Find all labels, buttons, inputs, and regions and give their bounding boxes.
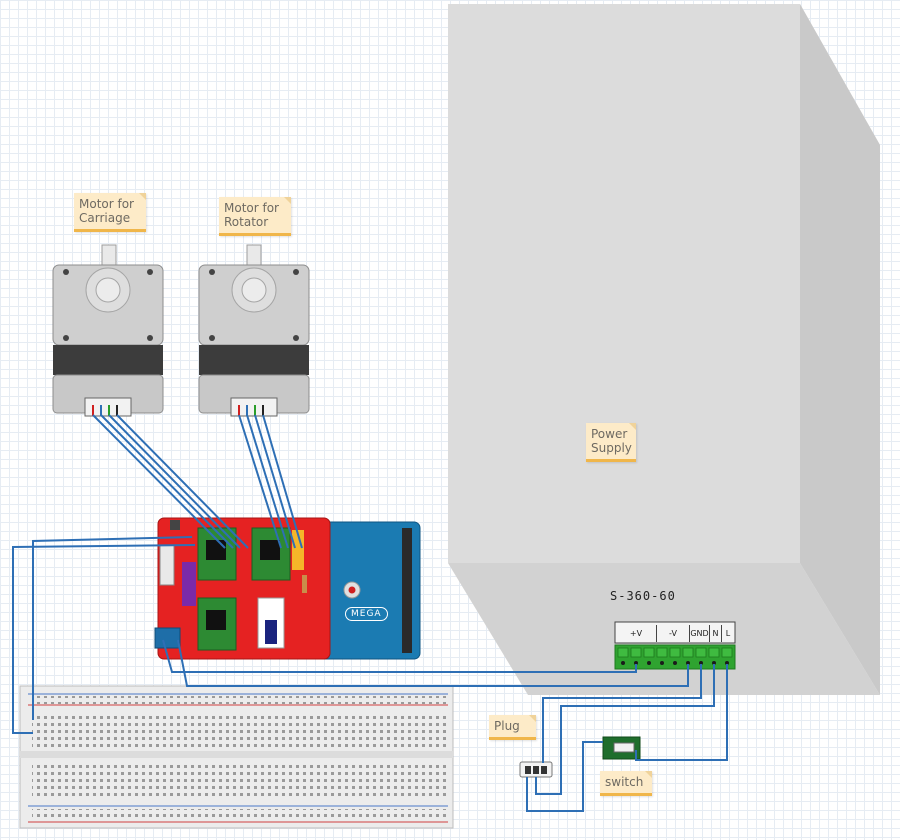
terminal-label-plus-v: +V xyxy=(616,625,657,642)
power-plug[interactable] xyxy=(519,761,553,778)
note-power-supply: Power Supply xyxy=(586,423,636,462)
power-supply-model-label: S-360-60 xyxy=(610,589,676,603)
note-plug: Plug xyxy=(489,715,536,740)
ramps-shield[interactable] xyxy=(154,517,331,660)
power-switch[interactable] xyxy=(602,736,641,760)
note-motor-rotator: Motor for Rotator xyxy=(219,197,291,236)
note-motor-carriage: Motor for Carriage xyxy=(74,193,146,232)
terminal-label-minus-v: -V xyxy=(657,625,690,642)
stepper-motor-rotator[interactable] xyxy=(198,244,310,417)
terminal-label-l: L xyxy=(725,629,731,638)
note-switch: switch xyxy=(600,771,652,796)
wires xyxy=(12,414,728,812)
terminal-label-n: N xyxy=(710,625,722,642)
breadboard[interactable] xyxy=(19,685,454,829)
stepper-motor-carriage[interactable] xyxy=(52,244,164,417)
mega-board-label: MEGA xyxy=(345,607,388,621)
terminal-label-gnd: GND xyxy=(690,625,710,642)
